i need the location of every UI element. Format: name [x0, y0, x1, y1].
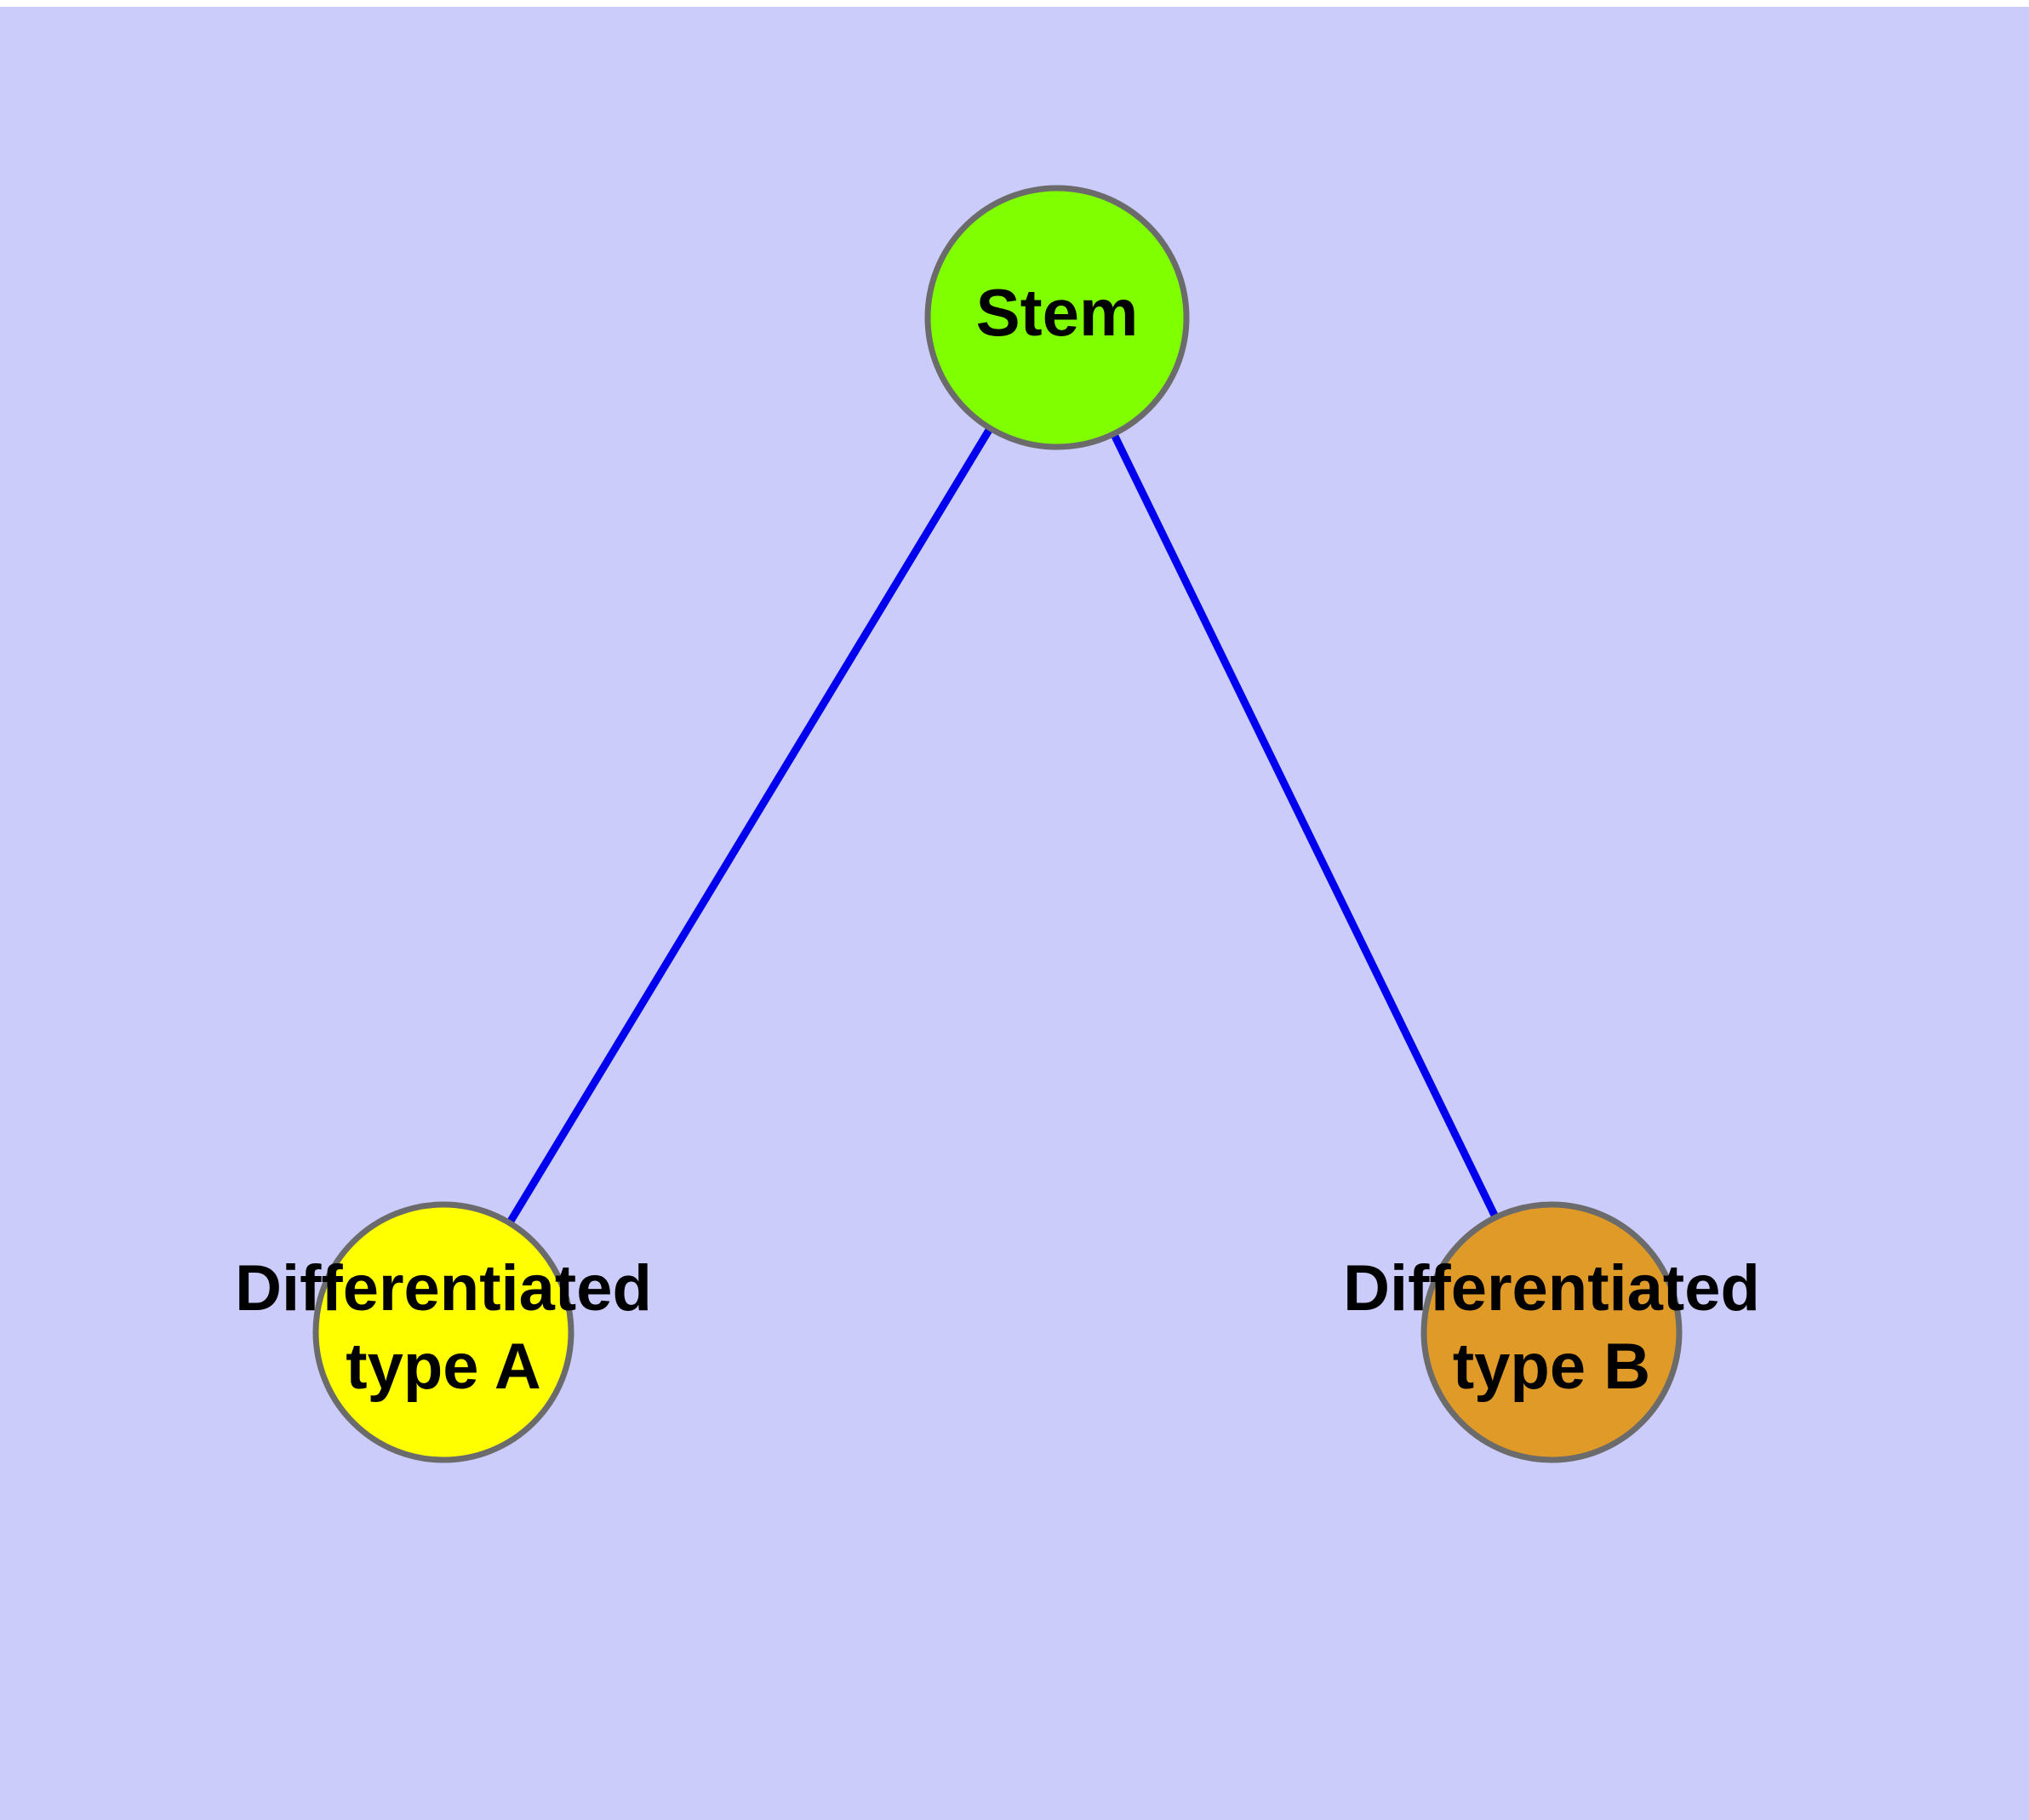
- graph-node-label-line: Differentiated: [235, 1252, 652, 1325]
- node-layer: [312, 185, 1683, 1463]
- graph-node-label-line: Differentiated: [1343, 1252, 1760, 1325]
- graph-node-label-line: type B: [1453, 1331, 1650, 1403]
- canvas-top-margin: [0, 0, 2029, 7]
- graph-node-diff_a[interactable]: [312, 1201, 574, 1463]
- graph-node-label-line: Stem: [976, 275, 1139, 350]
- edge-layer: [504, 423, 1501, 1228]
- graph-edge-stem-to-a: [504, 423, 996, 1228]
- graph-node-stem[interactable]: [924, 185, 1190, 450]
- graph-node-label-line: type A: [346, 1331, 540, 1403]
- graph-node-diff_b[interactable]: [1420, 1201, 1683, 1463]
- graph-node-label-stem: Stem: [976, 275, 1139, 350]
- graph-edge-stem-to-b: [1108, 429, 1501, 1222]
